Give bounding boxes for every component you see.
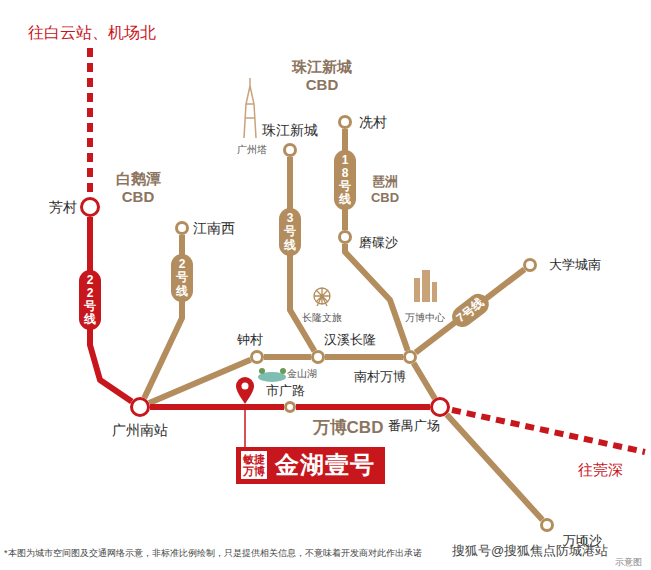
station-name: 冼村	[359, 114, 387, 131]
station-circle: 冼村	[338, 115, 352, 129]
location-pin	[236, 377, 254, 404]
region-name: 琶洲 CBD	[369, 174, 400, 205]
developer-tag: 敏捷 万博	[241, 451, 267, 479]
region-name: 万博CBD	[313, 418, 384, 438]
line-label: 2号线	[171, 254, 193, 302]
metro-line	[447, 414, 543, 519]
station-circle: 大学城南	[523, 258, 537, 272]
canton-tower-icon	[244, 78, 256, 138]
landmark-name: 万博中心	[405, 312, 445, 324]
station-name: 磨碟沙	[359, 235, 398, 251]
region-name: 白鹅潭 CBD	[113, 170, 164, 206]
station-name: 芳村	[49, 199, 77, 216]
station-name: 钟村	[237, 332, 263, 348]
building-icon	[414, 270, 437, 302]
station-name: 广州南站	[112, 422, 168, 439]
metro-line	[296, 404, 430, 410]
station-circle: 江南西	[175, 221, 189, 235]
line-label: 22号线	[79, 270, 101, 331]
landmark-name: 长隆文旅	[302, 312, 342, 324]
ferris-wheel-icon	[314, 288, 330, 306]
station-circle: 珠江新城	[283, 143, 297, 157]
line-label: 18号线	[334, 150, 356, 211]
station-name: 南村万博	[354, 369, 406, 385]
leader-line	[244, 404, 246, 447]
location-pin	[242, 383, 249, 390]
metro-line	[149, 360, 250, 403]
cbd-region: 珠江新城 CBD 珠江新城 冼村	[238, 40, 398, 160]
schematic-note: 示意图	[615, 557, 642, 568]
station-circle: 钟村	[250, 350, 264, 364]
station-circle: 广州南站	[130, 397, 150, 417]
landmark-name: 广州塔	[237, 144, 267, 156]
cbd-region: 白鹅潭 CBD 芳村	[38, 125, 178, 265]
direction-note: 往白云站、机场北	[28, 23, 156, 42]
watermark: 搜狐号@搜狐焦点防城港站	[452, 543, 608, 559]
footnote: *本图为城市空间图及交通网络示意，非标准比例绘制，只是提供相关信息，不意味着开发…	[4, 548, 422, 559]
station-circle: 番禺广场	[430, 397, 450, 417]
metro-line	[264, 354, 311, 360]
line-label: 7号线	[447, 290, 492, 332]
project-name: 金湖壹号	[275, 451, 375, 480]
station-name: 番禺广场	[388, 418, 440, 434]
station-circle: 汉溪长隆	[311, 350, 325, 364]
station-name: 江南西	[193, 220, 235, 237]
station-circle: 市广路	[284, 401, 296, 413]
station-circle: 南村万博	[403, 350, 417, 364]
lake-icon	[258, 368, 286, 382]
station-circle: 芳村	[80, 197, 100, 217]
metro-line	[416, 269, 525, 352]
station-circle: 磨碟沙	[338, 230, 352, 244]
station-name: 大学城南	[549, 257, 601, 273]
region-outline	[38, 125, 178, 265]
metro-line	[325, 354, 403, 360]
landmark-name: 金山湖	[287, 368, 317, 380]
station-circle: 万顷沙	[540, 518, 554, 532]
metro-line	[414, 363, 435, 398]
region-name: 珠江新城 CBD	[290, 58, 355, 94]
dashed-extension	[452, 410, 645, 452]
metro-line	[150, 404, 284, 410]
project-callout: 敏捷 万博金湖壹号	[236, 447, 385, 484]
station-name: 市广路	[266, 383, 305, 399]
station-name: 珠江新城	[262, 122, 318, 139]
cbd-region: 万博CBD钟村汉溪长隆南村万博市广路番禺广场	[160, 263, 610, 487]
direction-note: 往莞深	[578, 461, 623, 479]
dashed-extension	[87, 48, 93, 194]
station-name: 汉溪长隆	[324, 332, 376, 348]
line-label: 3号线	[279, 208, 301, 256]
